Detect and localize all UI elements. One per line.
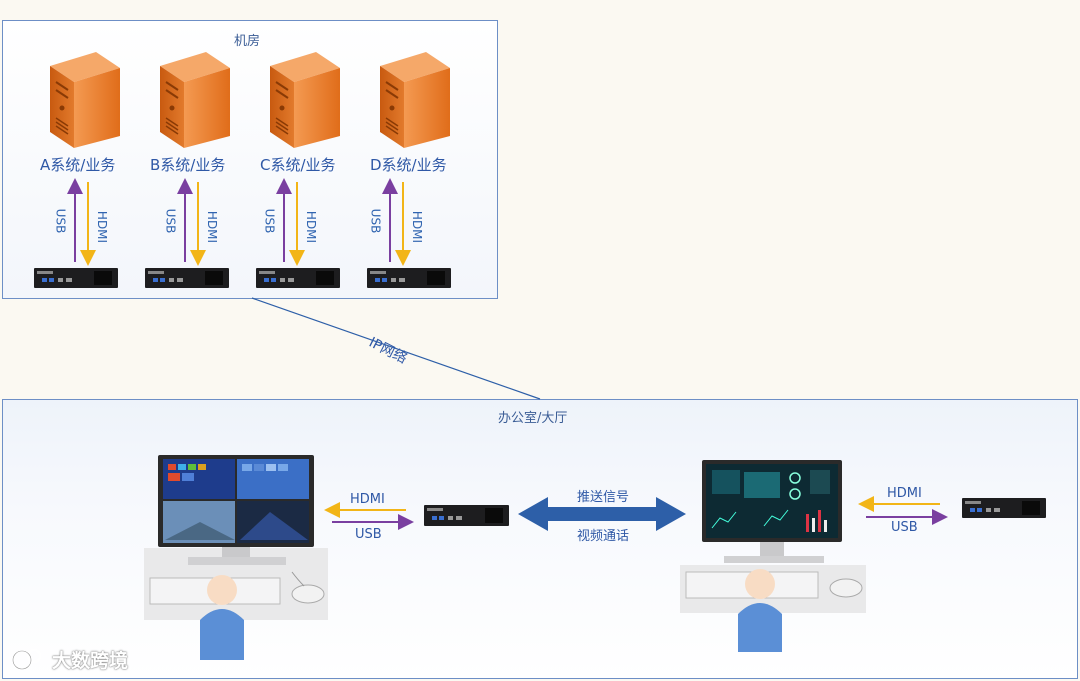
system-label-c: C系统/业务 (260, 156, 336, 174)
hdmi-label-b: HDMI (205, 210, 220, 244)
server-d-icon (380, 52, 450, 148)
hdmi-label-d: HDMI (410, 210, 425, 244)
link-arrows-c (276, 178, 305, 266)
hdmi-label-office-left: HDMI (350, 492, 385, 507)
hdmi-label-office-right: HDMI (887, 486, 922, 501)
system-label-d: D系统/业务 (370, 156, 447, 174)
kvm-box-office-left-icon (424, 505, 509, 526)
server-b-icon (160, 52, 230, 148)
hdmi-label-c: HDMI (304, 210, 319, 244)
watermark-logo-icon (11, 648, 42, 671)
video-call-label: 视频通话 (577, 529, 630, 544)
bidirectional-arrow-icon (518, 497, 686, 531)
hdmi-label-a: HDMI (95, 210, 110, 244)
link-arrows-b (177, 178, 206, 266)
link-arrows-d (382, 178, 411, 266)
usb-label-office-left: USB (355, 527, 382, 542)
server-room-title: 机房 (234, 34, 261, 49)
usb-label-b: USB (163, 208, 178, 234)
link-arrows-a (67, 178, 96, 266)
push-signal-label: 推送信号 (577, 490, 630, 505)
server-c-icon (270, 52, 340, 148)
kvm-box-a-icon (34, 268, 118, 288)
kvm-box-office-right-icon (962, 498, 1046, 518)
ip-network-line (251, 297, 541, 400)
kvm-box-b-icon (145, 268, 229, 288)
usb-label-office-right: USB (891, 520, 918, 535)
system-label-b: B系统/业务 (150, 156, 226, 174)
workstation-left-icon (144, 455, 328, 660)
server-a-icon (50, 52, 120, 148)
usb-label-d: USB (368, 208, 383, 234)
usb-label-c: USB (262, 208, 277, 234)
usb-label-a: USB (53, 208, 68, 234)
kvm-box-d-icon (367, 268, 451, 288)
kvm-box-c-icon (256, 268, 340, 288)
system-label-a: A系统/业务 (40, 156, 116, 174)
office-title: 办公室/大厅 (498, 411, 568, 426)
watermark-text: 大数跨境 (52, 650, 129, 672)
workstation-right-icon (680, 460, 866, 652)
